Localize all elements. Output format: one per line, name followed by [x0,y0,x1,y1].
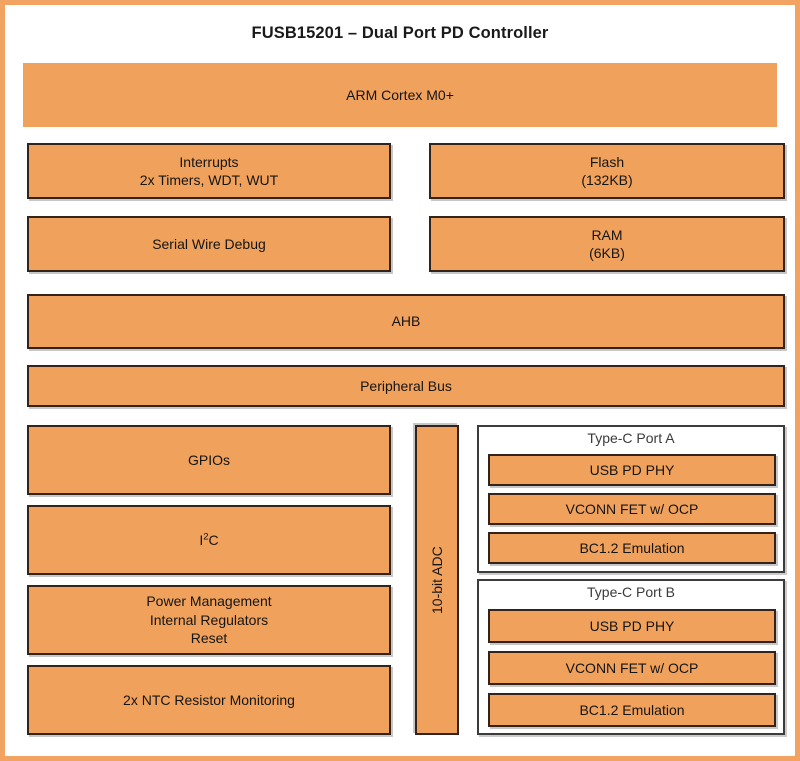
diagram-canvas: FUSB15201 – Dual Port PD Controller ARM … [5,5,795,756]
type-c-port-a-title: Type-C Port A [587,430,675,446]
adc-label: 10-bit ADC [428,546,445,614]
interrupts-line-2: 2x Timers, WDT, WUT [139,172,279,188]
port-a-usb-pd-phy-label: USB PD PHY [589,461,675,478]
arm-cortex-label: ARM Cortex M0+ [346,86,454,103]
ram-line-2: (6KB) [589,245,625,261]
port-b-usb-pd-phy-block: USB PD PHY [488,609,776,643]
adc-block: 10-bit ADC [415,425,459,735]
page-title: FUSB15201 – Dual Port PD Controller [251,24,549,42]
type-c-port-b-title: Type-C Port B [587,584,675,600]
ram-line-1: RAM [591,226,623,243]
type-c-port-b-group: Type-C Port B USB PD PHY VCONN FET w/ OC… [477,579,785,735]
arm-cortex-block: ARM Cortex M0+ [23,63,777,127]
peripheral-bus-block: Peripheral Bus [27,365,785,407]
ntc-monitoring-block: 2x NTC Resistor Monitoring [27,665,391,735]
port-b-vconn-fet-block: VCONN FET w/ OCP [488,651,776,685]
port-b-vconn-fet-label: VCONN FET w/ OCP [565,659,699,676]
ram-block: RAM (6KB) [429,216,785,272]
port-a-bc12-emulation-label: BC1.2 Emulation [579,539,685,556]
gpios-label: GPIOs [187,451,230,468]
power-management-block: Power Management Internal Regulators Res… [27,585,391,655]
port-a-vconn-fet-block: VCONN FET w/ OCP [488,493,776,525]
flash-block: Flash (132KB) [429,143,785,199]
interrupts-block: Interrupts 2x Timers, WDT, WUT [27,143,391,199]
port-a-usb-pd-phy-block: USB PD PHY [488,454,776,486]
flash-line-2: (132KB) [581,172,633,188]
power-management-line-3: Reset [190,630,228,647]
i2c-block: I2C [27,505,391,575]
power-management-line-1: Power Management [146,593,272,610]
port-a-vconn-fet-label: VCONN FET w/ OCP [565,500,699,517]
peripheral-bus-label: Peripheral Bus [360,377,452,394]
i2c-label: I2C [199,531,219,548]
type-c-port-a-group: Type-C Port A USB PD PHY VCONN FET w/ OC… [477,425,785,573]
interrupts-line-1: Interrupts [179,153,239,170]
power-management-line-2: Internal Regulators [149,611,269,628]
ntc-monitoring-label: 2x NTC Resistor Monitoring [123,691,295,708]
serial-wire-debug-block: Serial Wire Debug [27,216,391,272]
port-a-bc12-emulation-block: BC1.2 Emulation [488,532,776,564]
port-b-usb-pd-phy-label: USB PD PHY [589,617,675,634]
gpios-block: GPIOs [27,425,391,495]
ahb-label: AHB [391,313,421,330]
flash-line-1: Flash [589,153,625,170]
ahb-bus-block: AHB [27,294,785,349]
serial-wire-debug-label: Serial Wire Debug [152,235,266,252]
port-b-bc12-emulation-block: BC1.2 Emulation [488,693,776,727]
port-b-bc12-emulation-label: BC1.2 Emulation [579,701,685,718]
